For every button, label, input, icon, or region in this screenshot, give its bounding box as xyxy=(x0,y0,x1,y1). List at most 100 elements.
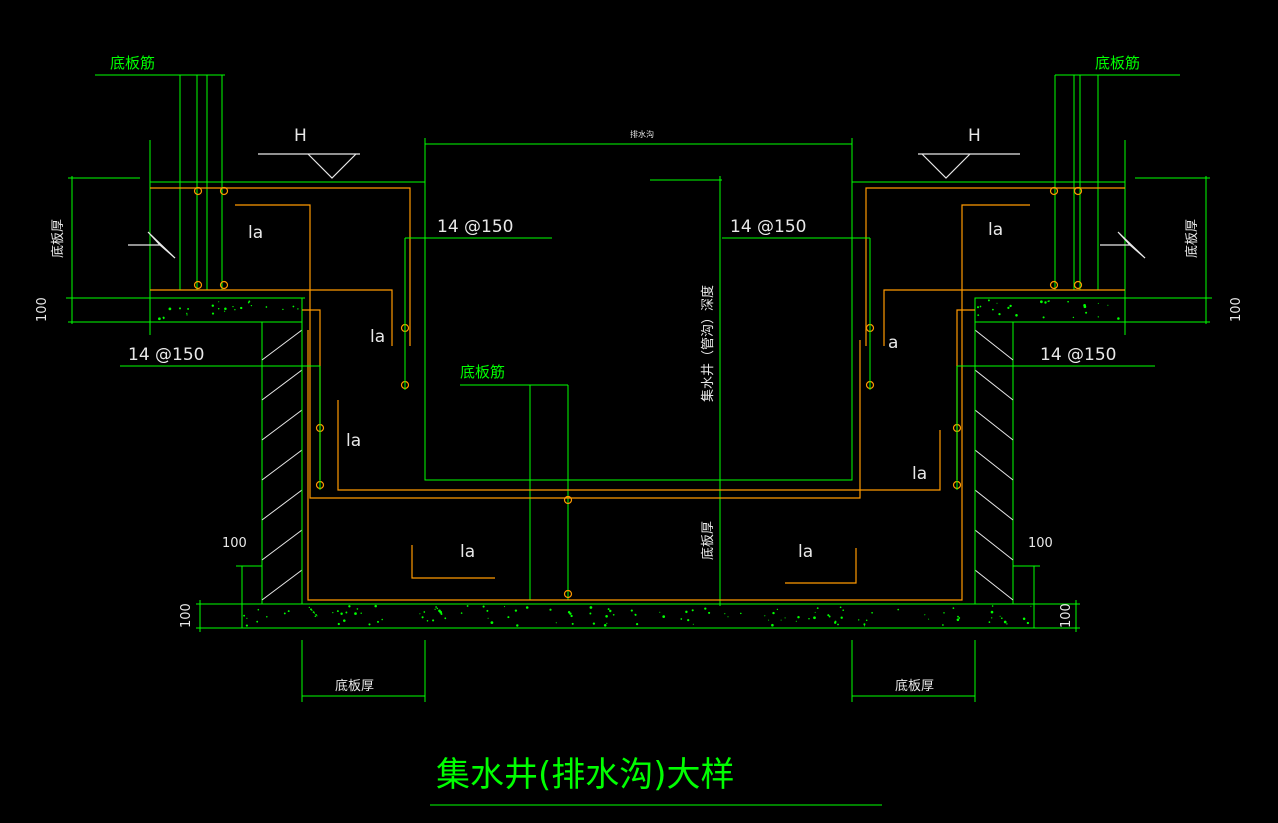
concrete-speck xyxy=(256,620,259,623)
concrete-speck xyxy=(1026,621,1030,625)
concrete-speck xyxy=(163,317,165,320)
concrete-speck xyxy=(634,613,637,616)
concrete-speck xyxy=(592,622,596,625)
concrete-speck xyxy=(828,615,831,618)
anchorage-label-7: la xyxy=(988,220,1003,240)
concrete-speck xyxy=(360,612,362,614)
concrete-speck xyxy=(1007,306,1010,310)
concrete-speck xyxy=(1015,314,1018,317)
concrete-speck xyxy=(186,312,188,315)
label-finished-floor: 排水沟 xyxy=(630,129,654,139)
concrete-speck xyxy=(1009,304,1012,308)
concrete-speck xyxy=(218,301,220,303)
concrete-speck xyxy=(1023,618,1026,620)
concrete-speck xyxy=(282,308,284,311)
concrete-speck xyxy=(609,609,612,613)
concrete-speck xyxy=(659,611,661,613)
concrete-speck xyxy=(837,623,839,626)
concrete-speck xyxy=(827,614,830,617)
concrete-speck xyxy=(186,314,188,316)
concrete-speck xyxy=(423,611,426,613)
concrete-speck xyxy=(764,615,766,617)
concrete-speck xyxy=(486,609,489,612)
bottom-thickness-center: 底板厚 xyxy=(700,521,716,560)
concrete-speck xyxy=(444,617,447,620)
concrete-speck xyxy=(863,625,866,627)
concrete-speck xyxy=(340,612,343,616)
concrete-speck xyxy=(312,611,315,613)
concrete-speck xyxy=(991,605,994,607)
concrete-speck xyxy=(605,615,608,618)
concrete-speck xyxy=(1047,300,1050,303)
concrete-speck xyxy=(266,615,268,618)
concrete-speck xyxy=(257,608,260,611)
drawing-title: 集水井(排水沟)大样 xyxy=(436,755,735,795)
concrete-speck xyxy=(687,618,690,622)
concrete-speck xyxy=(606,622,608,624)
concrete-speck xyxy=(976,306,980,309)
concrete-speck xyxy=(990,610,994,614)
spacing-label-4: 14 @150 xyxy=(1040,345,1116,365)
concrete-speck xyxy=(768,619,770,621)
dim-100-right-slab: 100 xyxy=(1229,297,1244,322)
concrete-speck xyxy=(1006,623,1008,625)
concrete-speck xyxy=(957,615,959,618)
concrete-speck xyxy=(516,624,519,627)
anchorage-label-4: la xyxy=(460,542,475,562)
concrete-speck xyxy=(265,306,268,308)
concrete-speck xyxy=(808,618,810,620)
concrete-speck xyxy=(234,309,236,311)
concrete-speck xyxy=(1042,316,1045,319)
concrete-speck xyxy=(1003,620,1007,624)
concrete-speck xyxy=(771,623,774,627)
concrete-speck xyxy=(942,624,944,626)
bottom-thickness-right: 底板厚 xyxy=(895,678,934,694)
concrete-speck xyxy=(635,622,639,626)
slab-thickness-left: 底板厚 xyxy=(50,219,66,258)
concrete-speck xyxy=(1083,305,1087,309)
slab-thickness-right: 底板厚 xyxy=(1184,219,1200,258)
concrete-speck xyxy=(315,614,317,616)
concrete-speck xyxy=(780,619,782,621)
concrete-speck xyxy=(991,617,993,619)
spacing-leaders xyxy=(120,237,1155,806)
anchorage-label-3: la xyxy=(346,431,361,451)
concrete-speck xyxy=(368,623,371,626)
concrete-speck xyxy=(1117,317,1120,320)
concrete-speck xyxy=(1040,300,1043,304)
concrete-speck xyxy=(336,610,339,613)
spacing-label-1: 14 @150 xyxy=(437,217,513,237)
concrete-speck xyxy=(1072,316,1075,319)
concrete-speck xyxy=(247,302,250,304)
concrete-speck xyxy=(772,611,775,615)
concrete-speck xyxy=(956,618,960,622)
concrete-speck xyxy=(863,623,866,626)
concrete-speck xyxy=(354,612,357,615)
dim-100-left-slab: 100 xyxy=(35,297,50,322)
concrete-speck xyxy=(692,623,694,625)
concrete-speck xyxy=(977,314,980,317)
concrete-speck xyxy=(316,615,318,617)
concrete-speck xyxy=(840,616,843,619)
concrete-speck xyxy=(440,613,443,615)
concrete-speckle xyxy=(158,299,1120,627)
concrete-speck xyxy=(958,617,961,619)
concrete-speck xyxy=(211,304,214,307)
concrete-speck xyxy=(685,610,688,614)
concrete-speck xyxy=(662,615,666,618)
concrete-speck xyxy=(187,307,190,310)
concrete-speck xyxy=(1085,311,1088,314)
concrete-speck xyxy=(490,621,494,624)
concrete-speck xyxy=(246,617,248,619)
concrete-speck xyxy=(724,613,726,615)
anchorage-label-5: la xyxy=(798,542,813,562)
concrete-speck xyxy=(426,620,429,622)
concrete-speck xyxy=(549,608,552,611)
concrete-speck xyxy=(283,612,286,615)
concrete-speck xyxy=(839,606,842,609)
level-mark-right: H xyxy=(968,126,981,146)
concrete-speck xyxy=(439,610,443,614)
concrete-speck xyxy=(466,605,469,607)
dim-100-right-wall: 100 xyxy=(1028,536,1053,551)
dim-100-left-bottom: 100 xyxy=(179,603,194,628)
